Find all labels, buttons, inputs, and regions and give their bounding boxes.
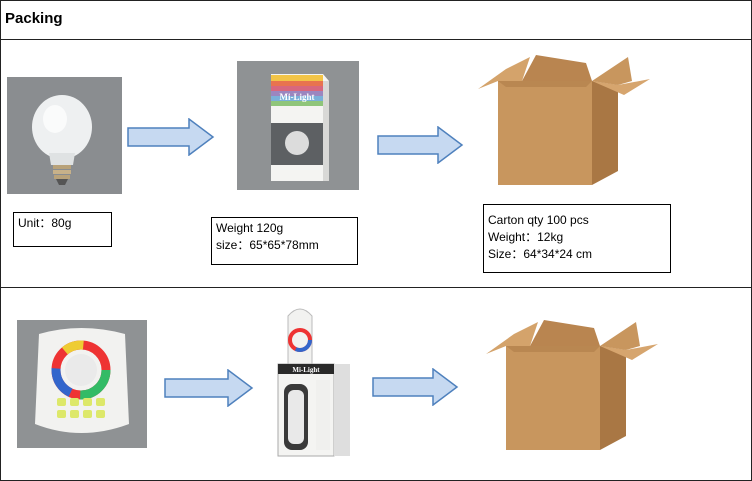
carton-weight-text: Weight：12kg [488,230,564,244]
mi-light-logo: Mi-Light [292,366,320,374]
carton-info-box: Carton qty 100 pcs Weight：12kg Size：64*3… [483,204,671,273]
arrow-right-icon [377,126,464,164]
led-bulb-photo [7,77,122,194]
remote-package-image: Mi-Light [277,308,350,457]
mi-light-logo: Mi-Light [280,92,315,102]
page-title: Packing [5,10,63,27]
bulb-package-photo: Mi-Light [237,61,359,190]
left-border [0,0,1,481]
remote-photo [17,320,147,448]
unit-weight-box: Unit：80g [13,212,112,247]
carton-qty-text: Carton qty 100 pcs [488,213,589,227]
remote-image [17,320,147,448]
arrow-right-icon [127,118,215,156]
led-bulb-image [7,77,122,194]
carton-size-text: Size：64*34*24 cm [488,247,593,261]
row-divider [0,287,752,288]
package-size-text: size：65*65*78mm [216,238,319,252]
carton-box-icon [486,320,658,450]
package-info-box: Weight 120g size：65*65*78mm [211,217,358,265]
header-divider [0,39,752,40]
unit-weight-text: Unit：80g [18,216,72,230]
carton-box-icon [478,55,650,185]
bulb-box-image: Mi-Light [237,61,359,190]
top-border [0,0,752,1]
arrow-right-icon [372,368,459,406]
package-weight-text: Weight 120g [216,221,284,235]
arrow-right-icon [164,369,254,407]
